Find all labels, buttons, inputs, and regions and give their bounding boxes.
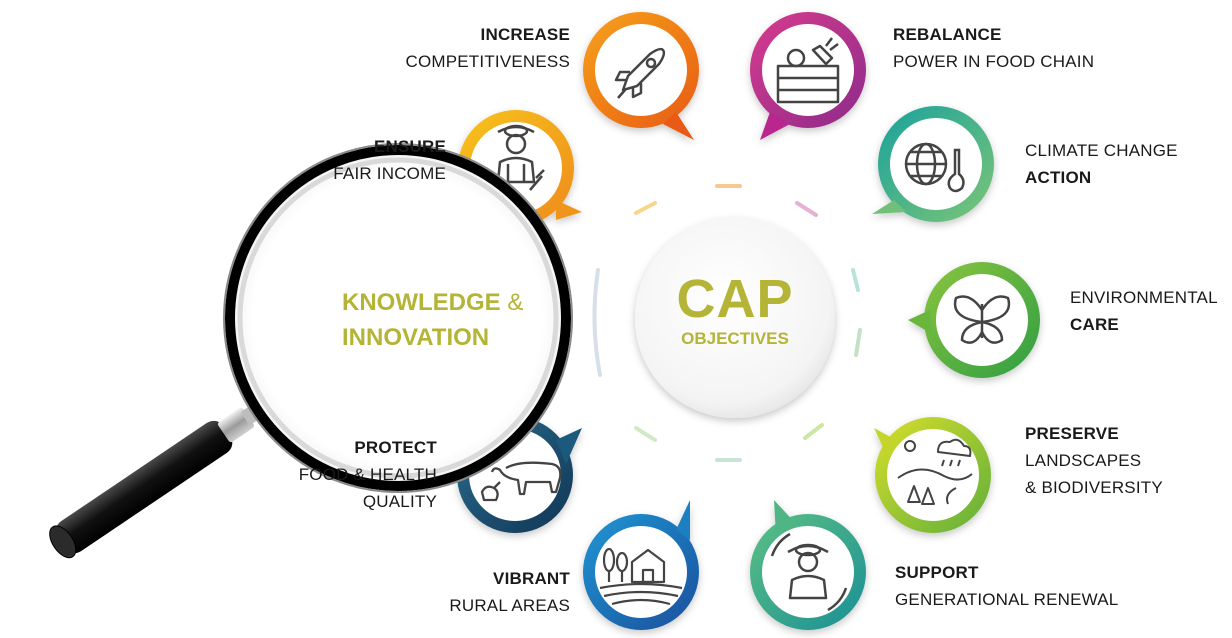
center-ring bbox=[592, 184, 862, 462]
label-landscapes: PRESERVE LANDSCAPES & BIODIVERSITY bbox=[1025, 420, 1205, 501]
label-bold: SUPPORT bbox=[895, 563, 979, 582]
bubble-generational bbox=[750, 500, 866, 630]
label-regular: CLIMATE CHANGE bbox=[1025, 141, 1178, 160]
young-farmer-icon bbox=[770, 532, 848, 612]
label-regular: COMPETITIVENESS bbox=[405, 52, 570, 71]
label-bold: ACTION bbox=[1025, 168, 1092, 187]
bubble-rural bbox=[583, 500, 699, 630]
label-food-chain: REBALANCE POWER IN FOOD CHAIN bbox=[893, 21, 1123, 75]
bubble-competitiveness bbox=[583, 12, 699, 140]
label-competitiveness: INCREASE COMPETITIVENESS bbox=[360, 21, 570, 75]
magnifying-glass-icon bbox=[49, 143, 573, 559]
label-bold: ENSURE bbox=[373, 137, 446, 156]
label-environment: ENVIRONMENTAL CARE bbox=[1070, 284, 1230, 338]
label-income: ENSURE FAIR INCOME bbox=[300, 133, 446, 187]
label-regular: ENVIRONMENTAL bbox=[1070, 288, 1218, 307]
rocket-icon bbox=[614, 47, 666, 99]
bubble-landscapes bbox=[874, 417, 991, 533]
center-circle bbox=[635, 218, 835, 418]
lens-ampersand: & bbox=[507, 289, 524, 316]
center-title: CAP OBJECTIVES bbox=[650, 270, 820, 350]
label-generational: SUPPORT GENERATIONAL RENEWAL bbox=[895, 559, 1125, 613]
label-regular: FOOD & HEALTH bbox=[298, 465, 437, 484]
landscape-icon bbox=[897, 438, 973, 505]
label-regular: QUALITY bbox=[362, 492, 437, 511]
center-title-main: CAP bbox=[676, 269, 794, 329]
label-regular: LANDSCAPES bbox=[1025, 451, 1142, 470]
label-bold: REBALANCE bbox=[893, 25, 1002, 44]
label-regular: GENERATIONAL RENEWAL bbox=[895, 590, 1119, 609]
label-regular: RURAL AREAS bbox=[449, 596, 570, 615]
label-climate: CLIMATE CHANGE ACTION bbox=[1025, 137, 1205, 191]
label-bold: INCREASE bbox=[480, 25, 570, 44]
label-food-health: PROTECT FOOD & HEALTH QUALITY bbox=[290, 434, 437, 515]
label-bold: CARE bbox=[1070, 315, 1119, 334]
label-rural: VIBRANT RURAL AREAS bbox=[400, 565, 570, 619]
produce-crate-icon bbox=[776, 37, 840, 104]
butterfly-icon bbox=[953, 295, 1011, 344]
globe-thermometer-icon bbox=[904, 142, 965, 193]
label-regular: POWER IN FOOD CHAIN bbox=[893, 52, 1095, 71]
label-bold: VIBRANT bbox=[493, 569, 570, 588]
farmer-icon bbox=[496, 124, 545, 191]
livestock-icon bbox=[480, 461, 562, 502]
label-bold: PRESERVE bbox=[1025, 424, 1119, 443]
lens-label: KNOWLEDGE & INNOVATION bbox=[342, 285, 523, 355]
label-regular: & BIODIVERSITY bbox=[1025, 478, 1163, 497]
center-title-sub: OBJECTIVES bbox=[681, 329, 789, 348]
bubble-food-chain bbox=[750, 12, 866, 140]
lens-line2: INNOVATION bbox=[342, 324, 490, 351]
label-bold: PROTECT bbox=[354, 438, 437, 457]
lens-line1: KNOWLEDGE bbox=[342, 289, 501, 316]
rural-farmhouse-icon bbox=[599, 547, 683, 606]
label-regular: FAIR INCOME bbox=[333, 164, 446, 183]
